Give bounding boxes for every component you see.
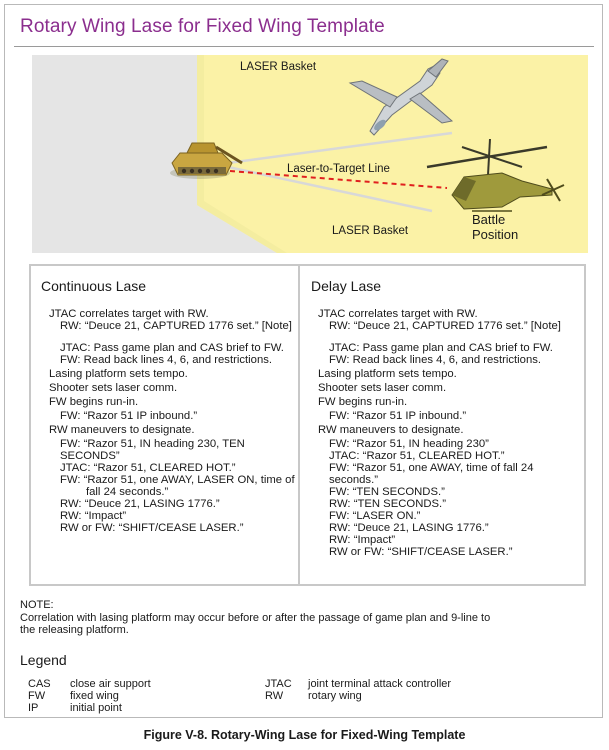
continuous-lase-box: Continuous Lase JTAC correlates target w…	[31, 266, 299, 584]
laser-basket-area	[197, 55, 588, 253]
continuous-lase-steps: JTAC correlates target with RW.RW: “Deuc…	[49, 308, 295, 534]
procedure-step: RW or FW: “SHIFT/CEASE LASER.”	[49, 522, 295, 534]
procedure-step: FW: “Razor 51 IP inbound.”	[49, 410, 295, 422]
procedure-step: FW: “LASER ON.”	[318, 510, 580, 522]
procedure-step: FW: “Razor 51, IN heading 230”	[318, 438, 580, 450]
legend-title: Legend	[20, 652, 67, 668]
note-label: NOTE:	[20, 599, 490, 612]
procedure-step: FW: “Razor 51 IP inbound.”	[318, 410, 580, 422]
procedure-step: RW: “Deuce 21, LASING 1776.”	[318, 522, 580, 534]
procedure-step: FW: “Razor 51, IN heading 230, TEN	[49, 438, 295, 450]
column-divider	[298, 266, 300, 584]
delay-lase-heading: Delay Lase	[311, 280, 381, 292]
procedure-step: RW maneuvers to designate.	[49, 424, 295, 436]
note-text-line-2: the releasing platform.	[20, 624, 490, 637]
battle-position-label-1: Battle	[472, 212, 505, 227]
figure-caption: Figure V-8. Rotary-Wing Lase for Fixed-W…	[0, 728, 609, 742]
delay-lase-steps: JTAC correlates target with RW.RW: “Deuc…	[318, 308, 580, 558]
procedure-step: RW: “Deuce 21, CAPTURED 1776 set.” [Note…	[49, 320, 295, 332]
procedure-step: RW or FW: “SHIFT/CEASE LASER.”	[318, 546, 580, 558]
procedure-boxes: Continuous Lase JTAC correlates target w…	[29, 264, 586, 586]
procedure-step: FW: “Razor 51, one AWAY, time of fall 24	[318, 462, 580, 474]
note-text-line-1: Correlation with lasing platform may occ…	[20, 612, 490, 625]
delay-lase-box: Delay Lase JTAC correlates target with R…	[301, 266, 584, 584]
procedure-step: JTAC: Pass game plan and CAS brief to FW…	[318, 342, 580, 354]
battle-position-label-2: Position	[472, 227, 518, 242]
procedure-step: FW: “Razor 51, one AWAY, LASER ON, time …	[49, 474, 295, 486]
procedure-step: Shooter sets laser comm.	[49, 382, 295, 394]
procedure-step: SECONDS”	[49, 450, 295, 462]
procedure-step: fall 24 seconds.”	[49, 486, 295, 498]
procedure-step: FW: Read back lines 4, 6, and restrictio…	[49, 354, 295, 366]
procedure-step: JTAC correlates target with RW.	[318, 308, 580, 320]
procedure-step: RW: “Deuce 21, CAPTURED 1776 set.” [Note…	[318, 320, 580, 332]
laser-basket-label-bottom: LASER Basket	[332, 225, 409, 237]
procedure-step: RW maneuvers to designate.	[318, 424, 580, 436]
title-divider	[14, 46, 594, 47]
page-title: Rotary Wing Lase for Fixed Wing Template	[20, 16, 385, 38]
procedure-step: JTAC correlates target with RW.	[49, 308, 295, 320]
procedure-step: Lasing platform sets tempo.	[49, 368, 295, 380]
procedure-step: seconds.”	[318, 474, 580, 486]
procedure-step: RW: “TEN SECONDS.”	[318, 498, 580, 510]
continuous-lase-heading: Continuous Lase	[41, 280, 146, 292]
procedure-step: Lasing platform sets tempo.	[318, 368, 580, 380]
procedure-step: JTAC: “Razor 51, CLEARED HOT.”	[318, 450, 580, 462]
procedure-step: FW begins run-in.	[318, 396, 580, 408]
laser-to-target-label: Laser-to-Target Line	[287, 163, 390, 175]
procedure-step: FW begins run-in.	[49, 396, 295, 408]
procedure-step: FW: Read back lines 4, 6, and restrictio…	[318, 354, 580, 366]
procedure-step: Shooter sets laser comm.	[318, 382, 580, 394]
procedure-step: RW: “Impact”	[318, 534, 580, 546]
procedure-step: RW: “Impact”	[49, 510, 295, 522]
laser-basket-label-top: LASER Basket	[240, 61, 317, 73]
procedure-step: RW: “Deuce 21, LASING 1776.”	[49, 498, 295, 510]
scene-svg: LASER Basket Laser-to-Target Line LASER …	[32, 55, 588, 253]
note-block: NOTE: Correlation with lasing platform m…	[20, 599, 490, 637]
procedure-step: JTAC: Pass game plan and CAS brief to FW…	[49, 342, 295, 354]
procedure-step: JTAC: “Razor 51, CLEARED HOT.”	[49, 462, 295, 474]
scene-illustration: LASER Basket Laser-to-Target Line LASER …	[32, 55, 588, 253]
procedure-step: FW: “TEN SECONDS.”	[318, 486, 580, 498]
